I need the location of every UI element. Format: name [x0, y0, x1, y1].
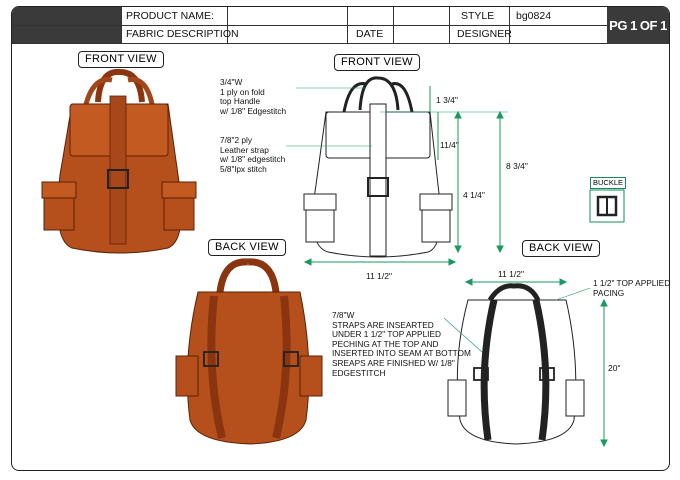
front-width-dimension: 11 1/2"	[366, 271, 393, 281]
header-table: PRODUCT NAME: FABRIC DESCRIPTION DATE ST…	[12, 7, 669, 44]
header-col-divider	[227, 7, 228, 44]
header-col-divider	[509, 7, 510, 44]
back-view-label-right: BACK VIEW	[522, 240, 600, 257]
pacing-note: 1 1/2" TOP APPLIED PACING	[593, 278, 671, 298]
buckle-detail	[589, 189, 625, 223]
front-view-line-backpack	[303, 76, 453, 258]
header-col-divider	[393, 7, 394, 44]
handle-spec-note: 3/4"W 1 ply on fold top Handle w/ 1/8" E…	[220, 77, 287, 116]
header-dark-cell	[12, 26, 121, 43]
front-view-label-left: FRONT VIEW	[78, 51, 164, 68]
page-indicator: PG 1 OF 1	[607, 7, 669, 44]
header-col-divider	[347, 7, 348, 44]
buckle-label: BUCKLE	[590, 177, 627, 189]
style-label: STYLE	[461, 10, 495, 22]
fabric-description-label: FABRIC DESCRIPTION	[126, 28, 239, 40]
back-straps-note: 7/8"W STRAPS ARE INSEARTED UNDER 1 1/2" …	[332, 310, 471, 378]
front-view-colored-backpack	[41, 68, 197, 254]
back-view-colored-backpack	[175, 258, 323, 445]
pocket-height-dimension: 4 1/4"	[463, 190, 485, 200]
handle-height-dimension: 1 3/4"	[436, 95, 458, 105]
front-view-label-center: FRONT VIEW	[334, 54, 420, 71]
style-value: bg0824	[516, 10, 552, 22]
header-dark-cell	[12, 7, 121, 25]
header-row-divider	[12, 25, 607, 26]
header-col-divider	[449, 7, 450, 44]
back-width-dimension: 11 1/2"	[498, 269, 525, 279]
strap-spec-note: 7/8"2 ply Leather strap w/ 1/8" edgestit…	[220, 135, 286, 174]
front-dimension-lines	[286, 86, 508, 266]
header-bottom-border	[12, 43, 607, 44]
designer-label: DESIGNER	[457, 28, 512, 40]
back-dimension-lines	[443, 278, 608, 448]
header-col-divider	[121, 7, 122, 44]
back-view-label-left: BACK VIEW	[208, 239, 286, 256]
product-name-label: PRODUCT NAME:	[126, 10, 214, 22]
flap-height-dimension: 11/4"	[440, 140, 459, 150]
back-view-line-backpack	[447, 283, 585, 445]
total-height-dimension: 8 3/4"	[506, 161, 528, 171]
back-height-dimension: 20"	[608, 363, 621, 373]
date-label: DATE	[356, 28, 384, 40]
